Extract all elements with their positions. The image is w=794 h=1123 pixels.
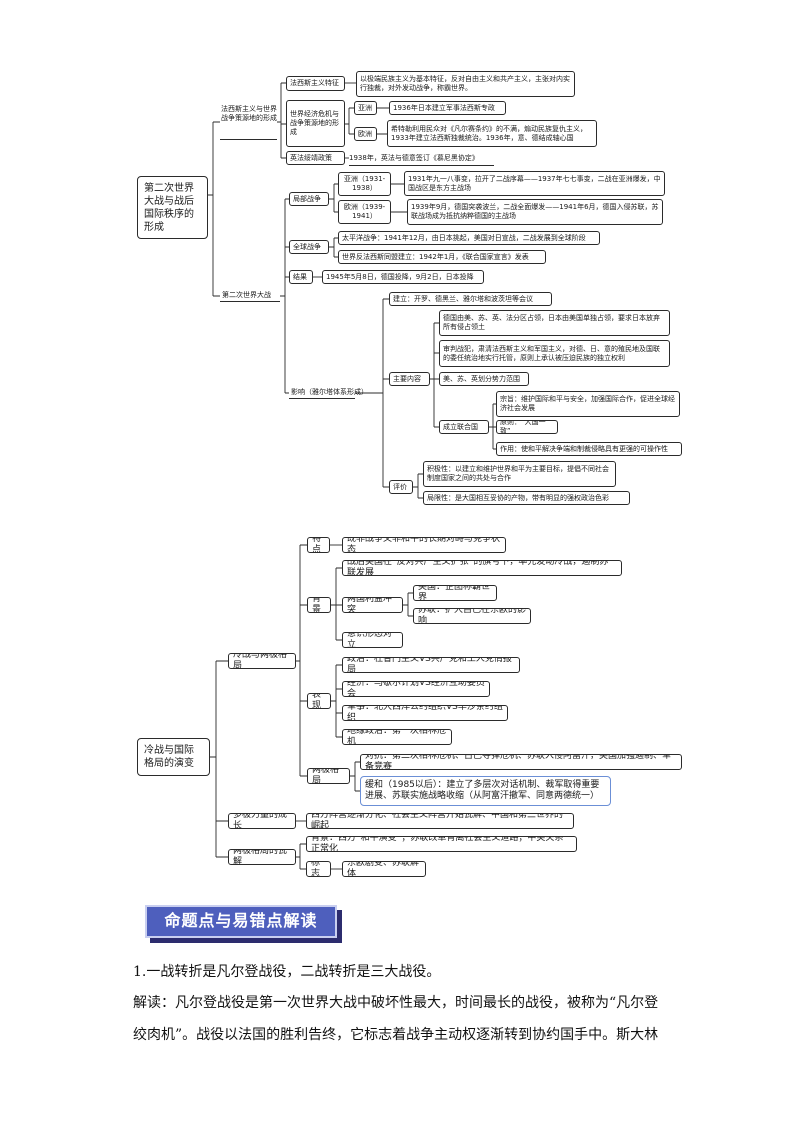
- node-coldwar: 冷战与两极格局: [228, 653, 296, 669]
- node-global-war: 全球战争: [289, 240, 329, 254]
- node-m4: 地缘政治：第一次柏林危机: [342, 729, 452, 745]
- node-bp1: 对抗：第二次柏林危机、古巴导弹危机、苏联入侵阿富汗，美国加强遏制、军备竞赛: [360, 754, 682, 770]
- node-europe-text: 希特勒利用民众对《凡尔赛条约》的不满，煽动民族复仇主义，1933年建立法西斯独裁…: [387, 120, 597, 147]
- node-bg2a: 美国：企图称霸世界: [413, 585, 497, 601]
- node-bg2: 两国利益冲突: [342, 597, 403, 613]
- node-establish: 建立：开罗、德黑兰、雅尔塔和波茨坦等会议: [389, 292, 552, 306]
- banner-face: [145, 905, 337, 938]
- node-influence: 影响（雅尔塔体系形成）: [291, 388, 368, 396]
- node-appeasement-text: 1938年，英法与德意签订《慕尼黑协定》: [349, 154, 479, 162]
- node-appeasement: 英法绥靖政策: [286, 151, 345, 165]
- node-m2: 经济：马歇尔计划VS经济互助委员会: [342, 681, 490, 697]
- node-local-war: 局部战争: [289, 192, 329, 206]
- node-m3: 军事：北大西洋公约组织VS华沙条约组织: [342, 705, 508, 721]
- node-mc1: 德国由美、苏、英、法分区占领，日本由美国单独占领，要求日本放弃所有侵占领土: [439, 310, 670, 336]
- node-bg3: 意识形态对立: [342, 632, 403, 648]
- node-mc2: 审判战犯，肃清法西斯主义和军国主义，对德、日、意的殖民地及国联的委任统治地实行托…: [439, 340, 670, 367]
- paragraph-line-3: 绞肉机”。战役以法国的胜利告终，它标志着战争主动权逐渐转到协约国手中。斯大林: [133, 1027, 659, 1043]
- node-ev1: 积极性：以建立和维护世界和平为主要目标，提倡不同社会制度国家之间的共处与合作: [423, 461, 616, 487]
- node-multipolar-text: 西方阵营逐渐分化、社会主义阵营开始瓦解、中国和第三世界的崛起: [306, 813, 574, 829]
- underline: [349, 165, 494, 166]
- underline: [220, 301, 280, 302]
- node-sign: 标志: [306, 861, 331, 877]
- node-asia-text: 1936年日本建立军事法西斯专政: [389, 101, 506, 115]
- node-multipolar: 多极力量的成长: [228, 813, 296, 829]
- node-feature: 特点: [307, 537, 330, 553]
- node-fascism-feature-text: 以极端民族主义为基本特征，反对自由主义和共产主义，主张对内实行独裁，对外发动战争…: [356, 71, 575, 97]
- paragraph-line-1: 1.一战转折是凡尔登战役，二战转折是三大战役。: [133, 964, 441, 980]
- node-sign-text: 东欧剧变、苏联解体: [342, 861, 426, 877]
- node-un1: 宗旨：维护国际和平与安全，加强国际合作，促进全球经济社会发展: [496, 391, 680, 417]
- node-asia-war-text: 1931年九一八事变，拉开了二战序幕——1937年七七事变，二战在亚洲爆发，中国…: [404, 171, 665, 196]
- node-bp2: 缓和（1985以后）：建立了多层次对话机制、裁军取得重要进展、苏联实施战略收缩（…: [360, 776, 611, 806]
- node-origin: 法西斯主义与世界战争策源地的形成: [221, 105, 277, 122]
- node-bipolar: 两极格局: [307, 768, 350, 784]
- underline: [289, 398, 355, 399]
- mindmap1-root: 第二次世界大战与战后国际秩序的形成: [137, 176, 208, 239]
- node-un2: 原则：“大国一致”: [496, 420, 558, 434]
- node-europe-war: 欧洲（1939-1941）: [338, 200, 391, 224]
- node-feature-text: 既非战争又非和平的长期对峙与竞争状态: [342, 537, 506, 553]
- node-result: 结果: [289, 270, 313, 284]
- paragraph-line-2: 解读：凡尔登战役是第一次世界大战中破坏性最大，时间最长的战役，被称为“凡尔登: [133, 995, 659, 1011]
- node-mc3: 美、苏、英划分势力范围: [439, 372, 529, 386]
- node-background: 背景: [307, 597, 331, 613]
- node-un: 成立联合国: [439, 420, 489, 434]
- node-asia: 亚洲: [354, 101, 377, 115]
- section-banner: 命题点与易错点解读: [145, 905, 342, 943]
- node-asia-war: 亚洲（1931-1938）: [338, 172, 391, 196]
- node-fascism-feature: 法西斯主义特征: [286, 76, 345, 91]
- node-europe-war-text: 1939年9月，德国突袭波兰，二战全面爆发——1941年6月，德国入侵苏联，苏联…: [407, 199, 663, 225]
- node-result-text: 1945年5月8日，德国投降，9月2日，日本投降: [322, 270, 484, 284]
- node-ev2: 局限性：是大国相互妥协的产物，带有明显的强权政治色彩: [423, 491, 630, 505]
- node-europe: 欧洲: [354, 127, 377, 141]
- node-bg2b: 苏联：扩大自己在东欧的影响: [413, 608, 531, 624]
- node-collapse: 两极格局的瓦解: [228, 849, 296, 865]
- node-collapse-bg: 背景：西方“和平演变”；苏联改革背离社会主义道路；中美关系正常化: [306, 836, 577, 852]
- node-m1: 政治：杜鲁门主义VS共产党和工人党情报局: [342, 657, 520, 673]
- node-alliance-text: 世界反法西斯同盟建立：1942年1月，《联合国家宣言》发表: [338, 250, 546, 264]
- node-main-content: 主要内容: [389, 372, 430, 386]
- node-un3: 作用：使和平解决争端和制裁侵略具有更强的可操作性: [496, 442, 682, 456]
- node-ww2: 第二次世界大战: [222, 291, 271, 299]
- node-manifest: 表现: [307, 693, 331, 709]
- banner-title: 命题点与易错点解读: [164, 911, 318, 930]
- node-crisis: 世界经济危机与战争策源地的形成: [286, 100, 345, 147]
- underline: [220, 139, 277, 140]
- node-bg1: 战后美国在“反对共产主义扩张”的旗号下，率先发动冷战，遏制苏联发展: [342, 560, 622, 576]
- node-pacific-text: 太平洋战争：1941年12月，由日本挑起，美国对日宣战，二战发展到全球阶段: [338, 231, 600, 245]
- mindmap2-root: 冷战与国际格局的演变: [137, 738, 210, 776]
- node-evaluation: 评价: [389, 480, 413, 494]
